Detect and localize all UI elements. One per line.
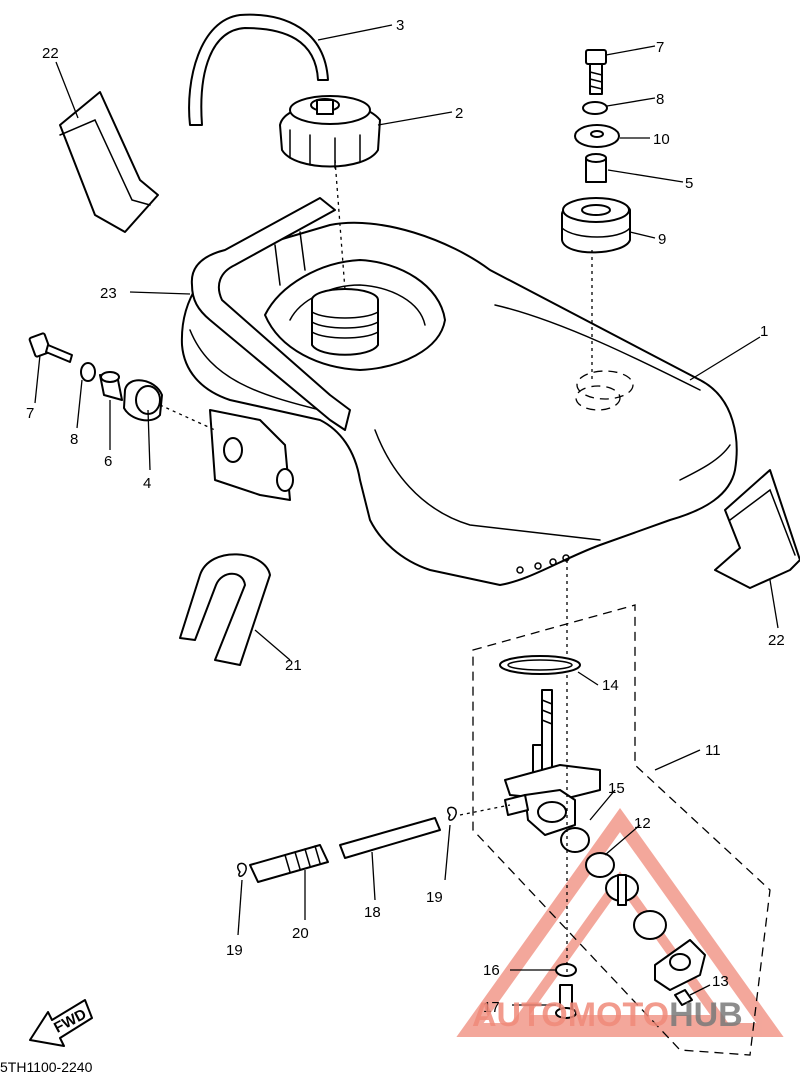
callout-23: 23	[100, 285, 117, 302]
callout-9: 9	[658, 231, 666, 248]
rear-mount-bolt	[585, 49, 607, 95]
callout-13: 13	[712, 973, 729, 990]
callout-15: 15	[608, 780, 625, 797]
callout-20: 20	[292, 925, 309, 942]
lock-washer	[582, 101, 608, 115]
plate-washer	[574, 124, 620, 148]
callout-14: 14	[602, 677, 619, 694]
callout-2: 2	[455, 105, 463, 122]
fuel-hose	[339, 817, 441, 859]
fuel-cock-lever	[585, 852, 706, 991]
callout-12: 12	[634, 815, 651, 832]
callout-7-top: 7	[656, 39, 664, 56]
hose-clip-left	[237, 862, 247, 877]
callout-11: 11	[705, 742, 721, 759]
leader-lines	[34, 24, 779, 1006]
callout-17: 17	[483, 999, 500, 1016]
callout-16: 16	[483, 962, 500, 979]
collar	[585, 153, 607, 183]
front-collar	[99, 371, 123, 401]
callout-5: 5	[685, 175, 693, 192]
callout-10: 10	[653, 131, 670, 148]
drain-screw	[555, 984, 577, 1019]
hose-clip	[179, 553, 271, 666]
callout-7-left: 7	[26, 405, 34, 422]
side-cover-right	[714, 469, 800, 589]
callout-22-top: 22	[42, 45, 59, 62]
callout-22-right: 22	[768, 632, 785, 649]
fuel-cock-seal	[560, 827, 590, 853]
callout-21: 21	[285, 657, 302, 674]
front-mount-bolt	[28, 332, 73, 363]
drain-washer	[555, 963, 577, 977]
front-grommet	[123, 379, 163, 422]
fwd-arrow-icon: FWD	[29, 999, 93, 1047]
fuel-tank	[180, 221, 738, 586]
callout-19-right: 19	[426, 889, 443, 906]
side-cover-left	[59, 91, 159, 233]
tank-cover-frame	[190, 197, 351, 431]
hose-protector-spring	[249, 844, 329, 883]
o-ring	[499, 655, 581, 675]
callout-8-left: 8	[70, 431, 78, 448]
callout-labels: 1 2 3 4 5 6 7 7 8 8 9 10 11 12 13 14 15 …	[26, 17, 785, 1016]
watermark-triangle-icon	[456, 807, 784, 1037]
callout-3: 3	[396, 17, 404, 34]
lever-screw	[674, 989, 693, 1006]
watermark-prefix: AUTOMOTO	[472, 996, 669, 1034]
callout-1: 1	[760, 323, 768, 340]
callout-6: 6	[104, 453, 112, 470]
callout-18: 18	[364, 904, 381, 921]
callout-4: 4	[143, 475, 151, 492]
watermark-text: AUTOMOTOHUB	[472, 996, 743, 1034]
callout-8-top: 8	[656, 91, 664, 108]
breather-hose	[188, 13, 329, 126]
hose-clip-right	[447, 806, 457, 821]
front-lock-washer	[80, 362, 96, 382]
fuel-cap	[279, 95, 381, 169]
callout-19-left: 19	[226, 942, 243, 959]
rear-grommet	[561, 197, 631, 254]
part-code: 5TH1100-2240	[0, 1059, 93, 1075]
watermark-suffix: HUB	[669, 996, 743, 1034]
fuel-cock	[504, 689, 601, 836]
